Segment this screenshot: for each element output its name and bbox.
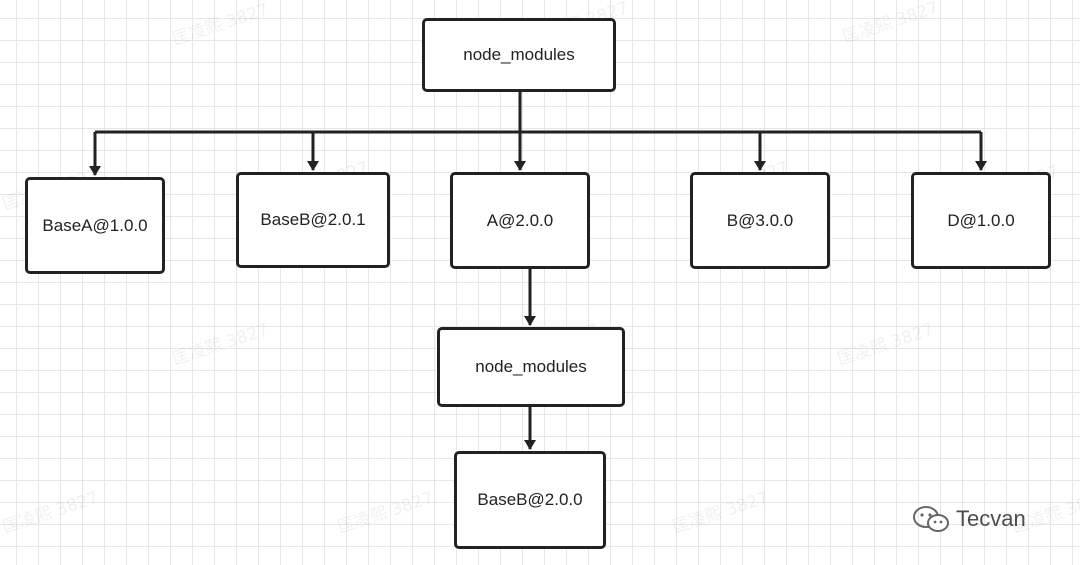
root-node-modules-box: node_modules xyxy=(422,18,616,92)
wechat-icon xyxy=(912,505,950,533)
package-basea-box: BaseA@1.0.0 xyxy=(25,177,165,274)
package-b-box: B@3.0.0 xyxy=(690,172,830,269)
brand-name: Tecvan xyxy=(956,506,1026,531)
node-label: node_modules xyxy=(475,357,587,376)
package-baseb-201-box: BaseB@2.0.1 xyxy=(236,172,390,268)
package-d-box: D@1.0.0 xyxy=(911,172,1051,269)
node-label: BaseB@2.0.0 xyxy=(477,490,583,509)
node-label: BaseB@2.0.1 xyxy=(260,210,366,229)
node-label: node_modules xyxy=(463,45,575,64)
nested-node-modules-box: node_modules xyxy=(437,327,625,407)
node-label: D@1.0.0 xyxy=(947,210,1015,230)
node-label: B@3.0.0 xyxy=(726,210,794,230)
package-baseb-200-box: BaseB@2.0.0 xyxy=(454,451,606,549)
node-label: A@2.0.0 xyxy=(486,210,554,230)
brand-watermark: Tecvan xyxy=(912,505,1026,533)
package-a-box: A@2.0.0 xyxy=(450,172,590,269)
node-label: BaseA@1.0.0 xyxy=(42,215,148,235)
